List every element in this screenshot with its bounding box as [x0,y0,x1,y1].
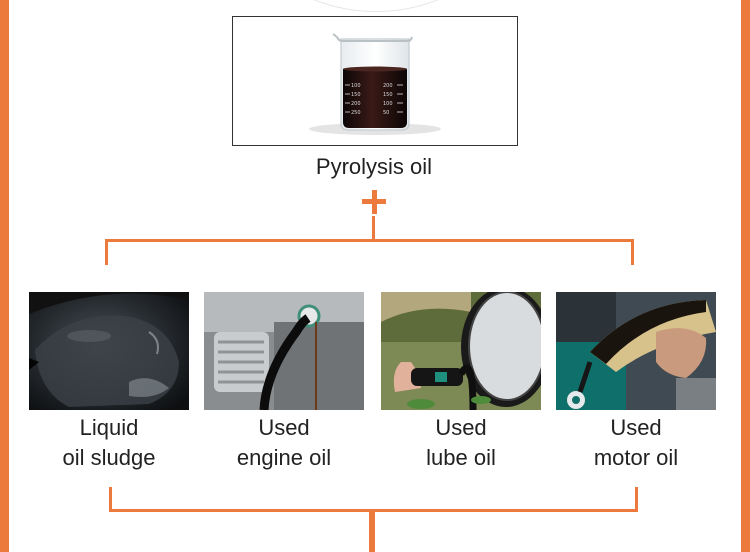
decorative-arc [205,0,547,12]
beaker-mark: 200 [351,101,361,107]
source-label-line2: oil sludge [62,445,156,470]
upper-connector-right-drop [631,239,634,265]
lower-connector-bar [109,509,638,512]
beaker-mark: 150 [383,92,393,98]
beaker-icon: 100 150 200 250 200 150 100 50 [309,33,441,135]
source-label-line1: Used [435,415,487,440]
lower-connector-right-rise [635,487,638,512]
plus-icon [362,190,386,214]
beaker-mark: 150 [351,92,361,98]
beaker-mark: 250 [351,110,361,116]
upper-connector-bar [105,239,634,242]
lower-connector-stem [369,512,375,552]
beaker-mark: 50 [383,110,389,116]
beaker-mark: 100 [383,101,393,107]
source-label-oil-sludge: Liquid oil sludge [19,413,199,473]
pyrolysis-oil-image: 100 150 200 250 200 150 100 50 [232,16,518,146]
source-label-line1: Used [258,415,310,440]
source-label-line2: engine oil [236,445,332,470]
oil-sludge-image [29,292,189,410]
source-label-engine-oil: Used engine oil [194,413,374,473]
upper-connector-stem [372,216,375,240]
source-label-line2: lube oil [426,445,496,470]
right-accent-bar [741,0,750,552]
upper-connector-left-drop [105,239,108,265]
left-accent-bar [0,0,9,552]
source-label-line1: Liquid [79,415,139,440]
lube-oil-image [381,292,541,410]
engine-oil-image [204,292,364,410]
lower-connector-left-rise [109,487,112,512]
source-label-line1: Used [610,415,662,440]
beaker-mark: 100 [351,83,361,89]
beaker-mark: 200 [383,83,393,89]
pyrolysis-oil-caption: Pyrolysis oil [315,154,433,179]
source-label-lube-oil: Used lube oil [371,413,551,473]
motor-oil-image [556,292,716,410]
source-label-line2: motor oil [593,445,679,470]
source-label-motor-oil: Used motor oil [546,413,726,473]
